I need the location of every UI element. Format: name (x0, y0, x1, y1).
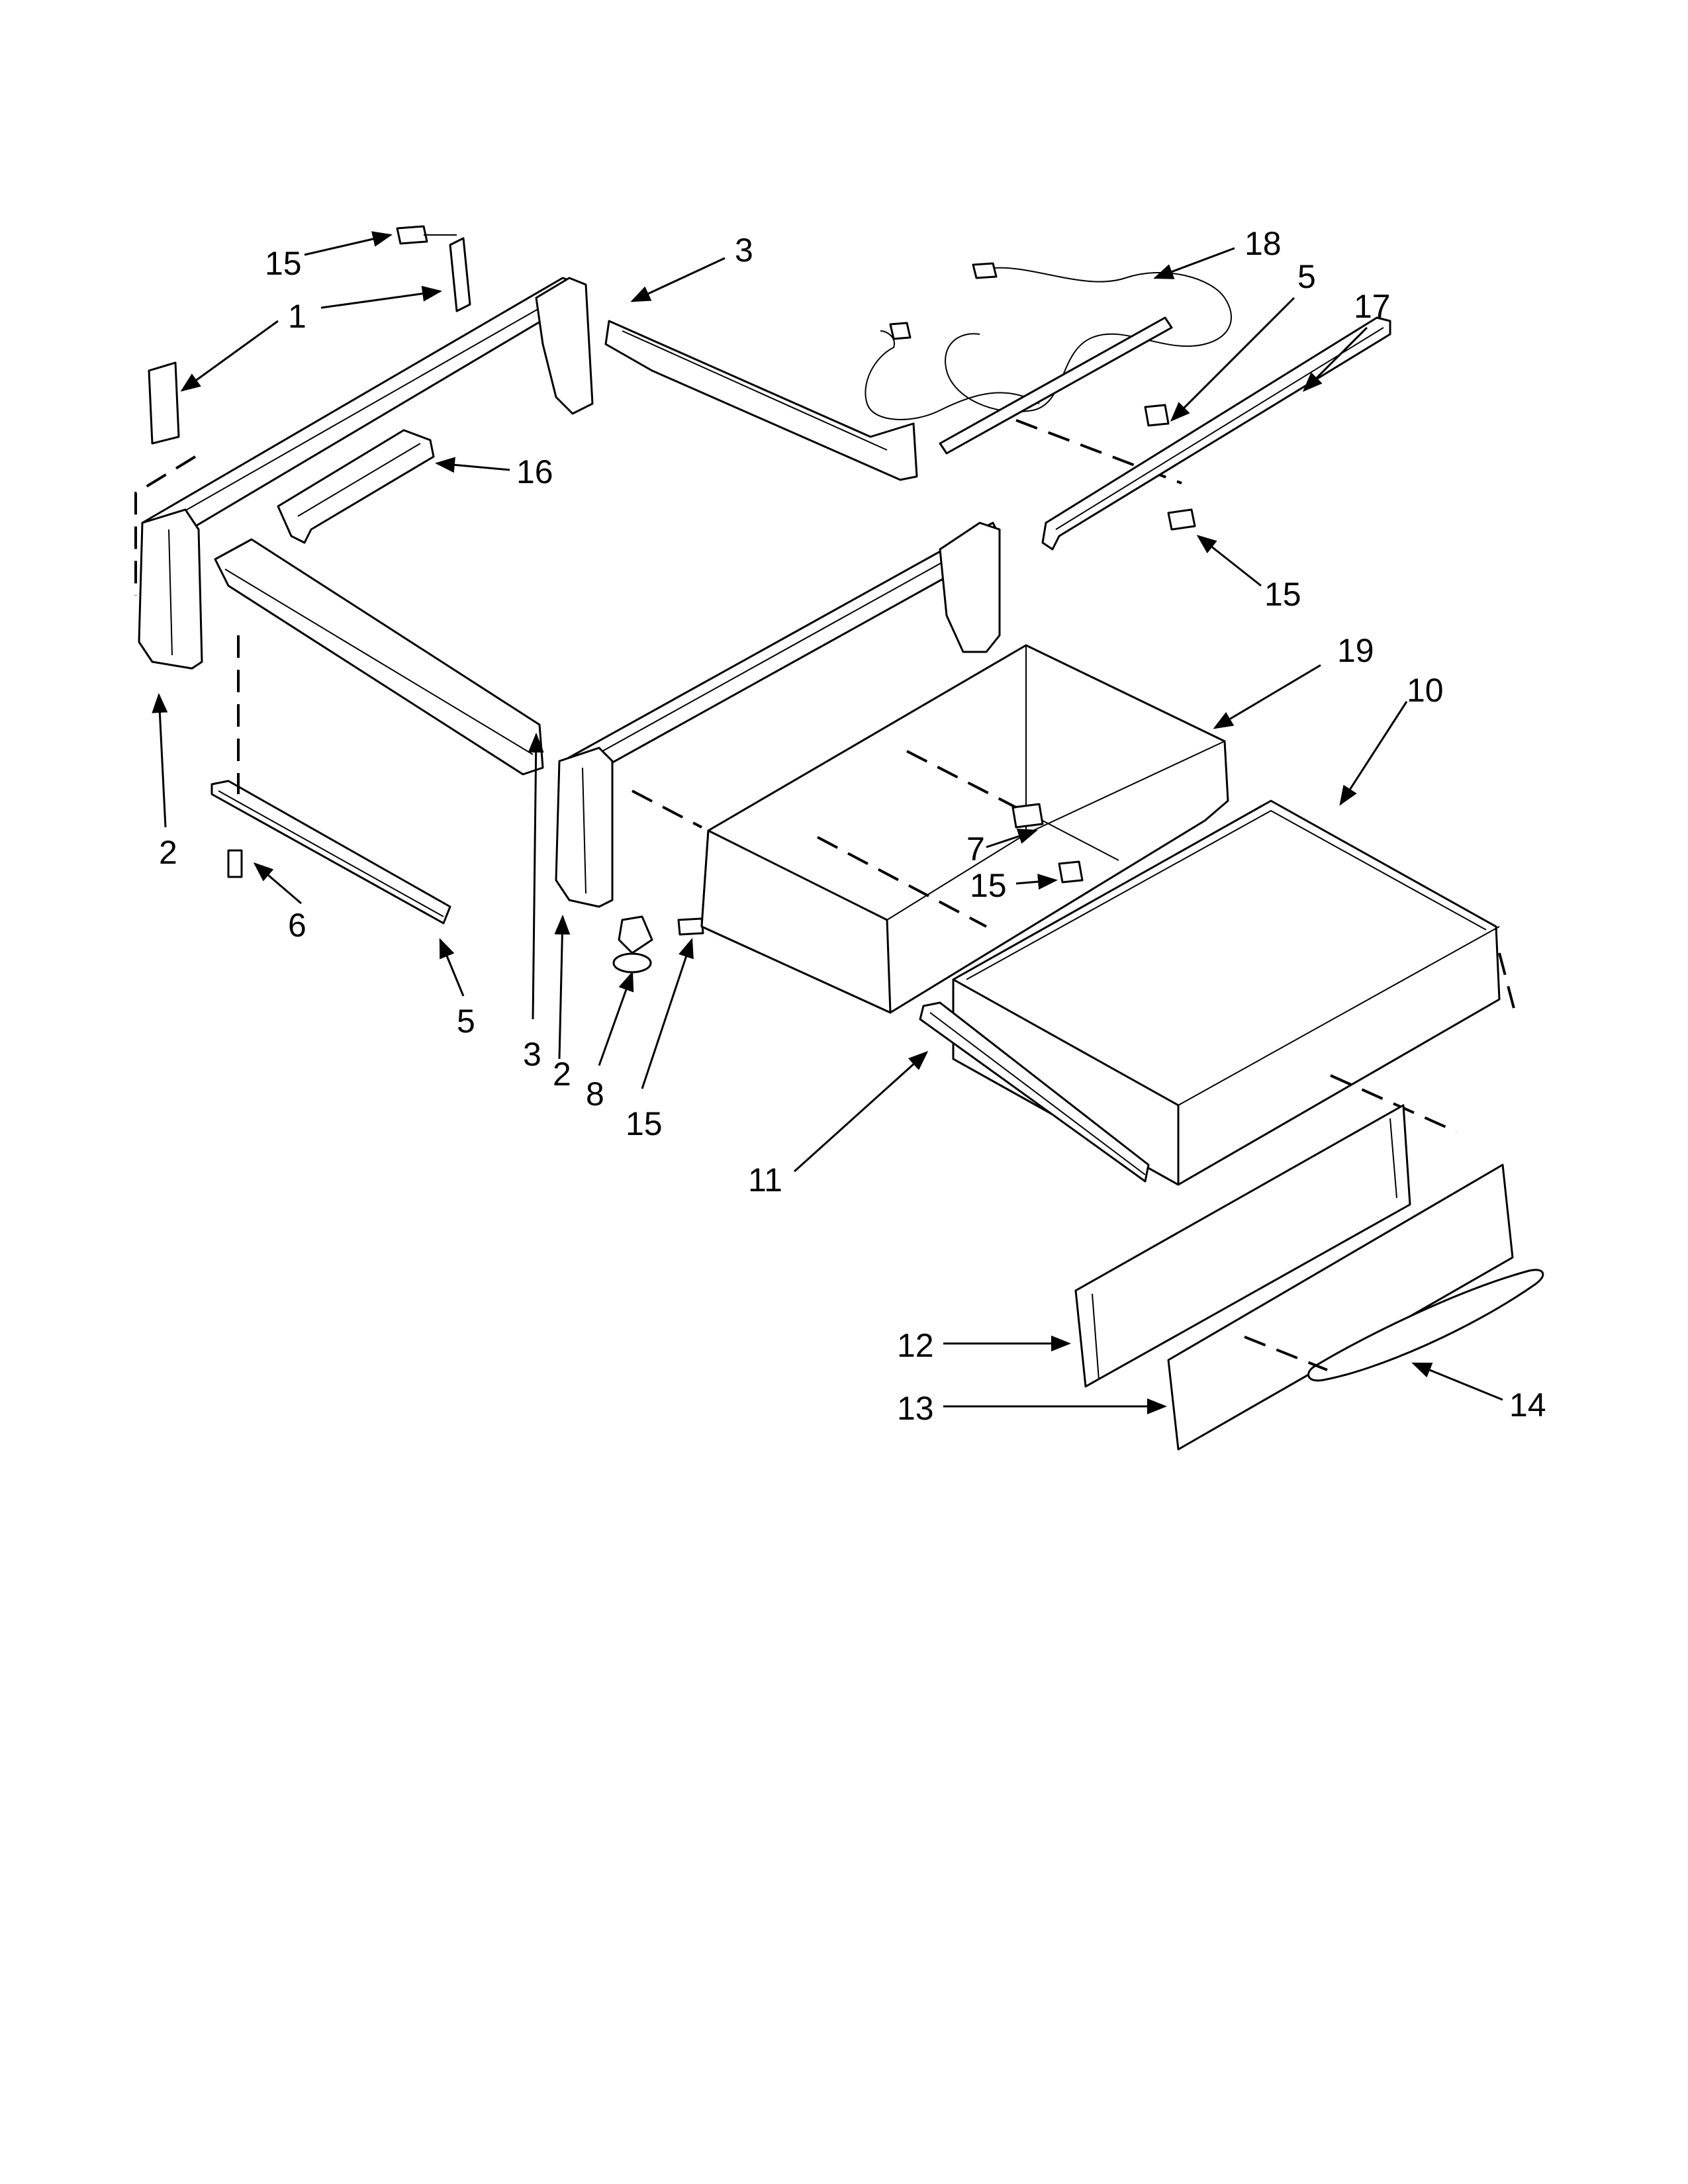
part-number-labels: 15 1 3 16 18 5 17 15 19 10 2 6 5 3 2 8 1… (159, 225, 1546, 1427)
drawer-slide-part-11 (919, 1001, 1150, 1183)
inner-housing-part-19 (700, 644, 1229, 1014)
label-2-bottom: 2 (553, 1056, 571, 1093)
bracket-part-17 (1041, 316, 1391, 551)
leveler-bracket (618, 915, 653, 954)
rear-left-upright (535, 277, 594, 415)
drawer-part-10 (952, 799, 1517, 1186)
label-19: 19 (1337, 632, 1374, 669)
label-7: 7 (966, 831, 985, 868)
screw-part-5-upper (1144, 404, 1170, 427)
right-upright-rear (939, 522, 1001, 653)
label-1: 1 (288, 298, 306, 335)
outer-panel-part-13 (1167, 1163, 1514, 1451)
label-10: 10 (1407, 672, 1444, 709)
label-3-bottom: 3 (523, 1036, 541, 1073)
bracket-part-1 (148, 361, 180, 445)
label-18: 18 (1244, 225, 1282, 262)
label-15-bottom: 15 (626, 1105, 663, 1142)
label-15-middle: 15 (970, 867, 1007, 904)
label-8: 8 (586, 1075, 604, 1113)
leveler-part-8 (612, 952, 652, 974)
label-5-top: 5 (1297, 258, 1316, 295)
screw-top (396, 225, 428, 245)
label-15-right: 15 (1264, 576, 1301, 613)
front-panel-part-12 (1074, 1104, 1411, 1388)
label-5-left: 5 (457, 1003, 475, 1040)
heater-terminal-2 (889, 322, 912, 340)
label-14: 14 (1509, 1387, 1546, 1424)
front-crossmember (214, 538, 544, 776)
label-6: 6 (288, 907, 306, 944)
left-top-rail (141, 277, 587, 551)
label-15-top: 15 (265, 245, 302, 282)
handle-part-14 (1244, 1269, 1544, 1382)
label-12: 12 (897, 1327, 934, 1364)
sensor-part-7 (1011, 803, 1044, 829)
screw-leveler (677, 917, 704, 936)
spring-part-6 (227, 849, 243, 878)
label-16: 16 (516, 453, 553, 490)
label-11: 11 (748, 1161, 782, 1199)
label-2-left: 2 (159, 834, 177, 871)
leader-lines (152, 231, 1503, 1414)
screw-bracket-17 (1167, 508, 1196, 531)
label-17: 17 (1354, 288, 1391, 325)
housing-front-face (700, 829, 892, 1014)
tab-part-1 (449, 237, 471, 312)
heater-bracket (939, 316, 1173, 455)
base-frame-assembly (134, 225, 1001, 974)
screw-part-15-sensor (1058, 860, 1084, 884)
slide-part-5-left (211, 780, 451, 925)
label-13: 13 (897, 1390, 934, 1427)
heater-terminal-1 (972, 262, 998, 279)
label-3-top: 3 (735, 232, 753, 269)
rear-rail (604, 320, 918, 481)
